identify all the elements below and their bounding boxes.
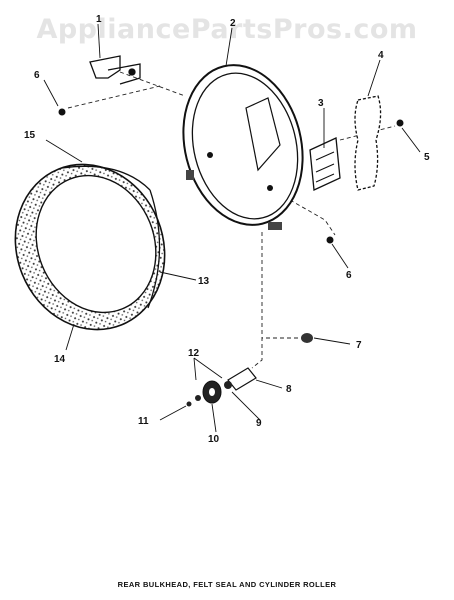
- leader-lines: [43, 23, 421, 433]
- bracket: [89, 55, 141, 85]
- roller-bracket: [309, 137, 341, 191]
- callout-15: 15: [24, 130, 36, 141]
- callout-3: 3: [318, 98, 324, 109]
- diagram-caption: REAR BULKHEAD, FELT SEAL AND CYLINDER RO…: [117, 580, 337, 589]
- callout-8: 8: [286, 384, 292, 395]
- callout-6-top: 6: [34, 70, 40, 81]
- watermark: AppliancePartsPros.com: [36, 14, 418, 45]
- callout-14: 14: [54, 354, 66, 365]
- callout-4: 4: [378, 50, 384, 61]
- callout-1: 1: [96, 14, 102, 25]
- callout-13: 13: [198, 276, 210, 287]
- callout-12: 12: [188, 348, 200, 359]
- callout-10: 10: [208, 434, 220, 445]
- roller-assembly: [186, 333, 313, 407]
- callout-5: 5: [424, 152, 430, 163]
- callout-9: 9: [256, 418, 262, 429]
- callout-11: 11: [138, 416, 149, 427]
- cover-plate: [354, 95, 382, 191]
- felt-seal-ring: [14, 163, 166, 331]
- screws: [58, 108, 404, 244]
- rear-bulkhead: [182, 64, 304, 230]
- callout-2: 2: [230, 18, 236, 29]
- assembly-lines: [67, 71, 396, 369]
- callout-7: 7: [356, 340, 362, 351]
- callout-6-mid: 6: [346, 270, 352, 281]
- callouts: 1 2 4 6 3 15 5 13 6 7 12 14 8 11 9 10: [24, 14, 430, 445]
